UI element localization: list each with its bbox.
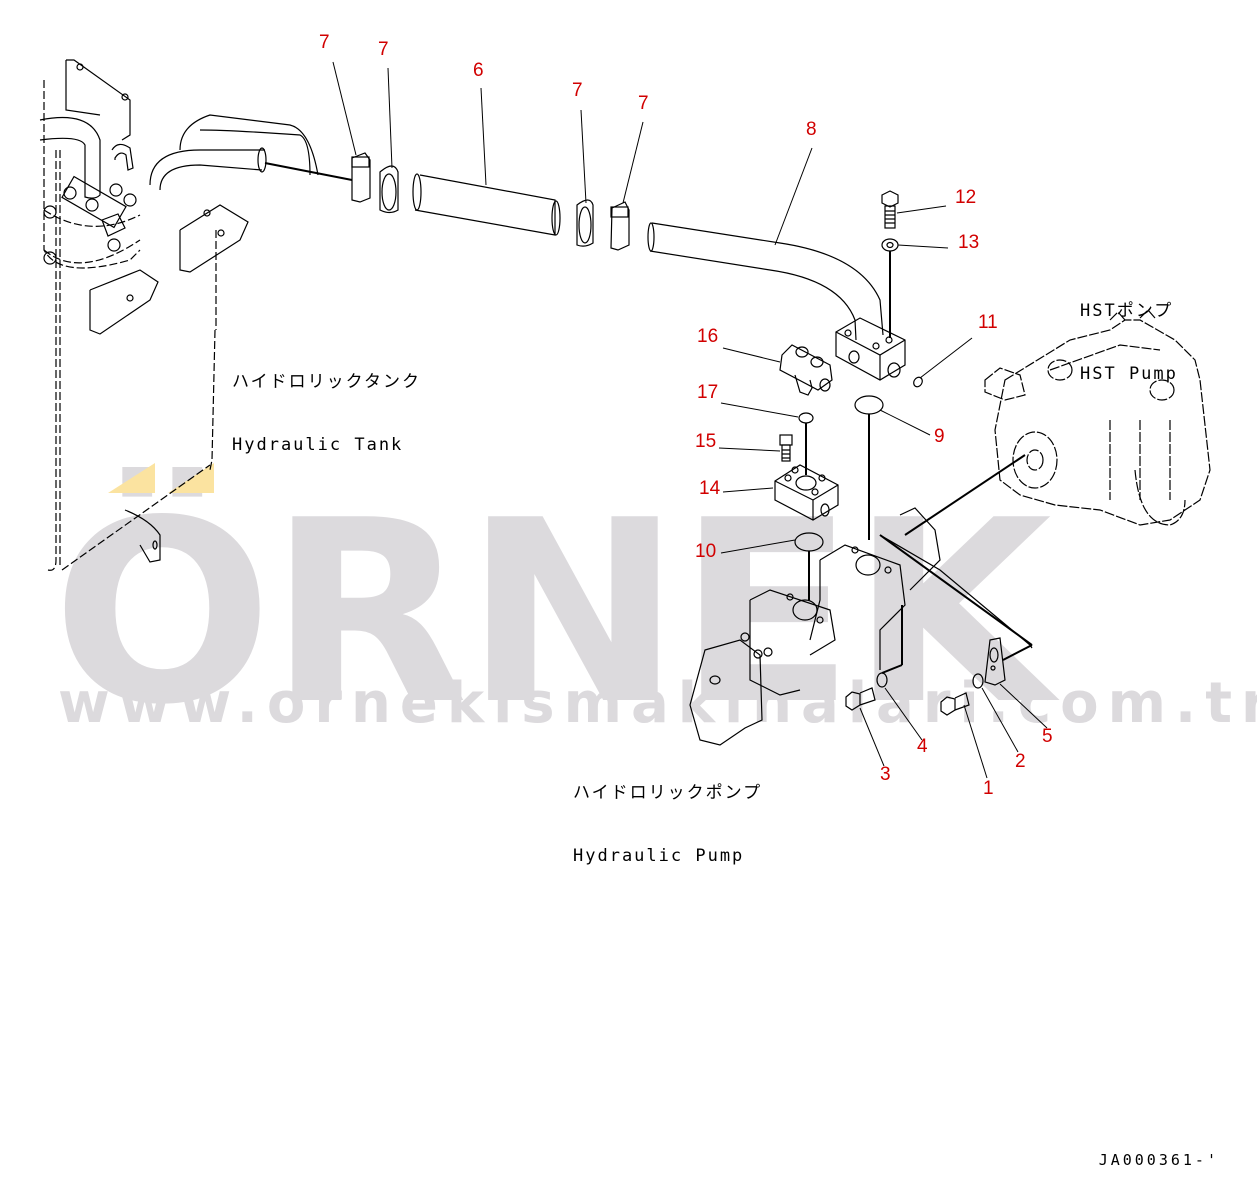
tee-fitting-16 [779, 344, 833, 396]
hydraulic-pump-label-en: Hydraulic Pump [573, 846, 745, 866]
hose-clamp-4 [610, 201, 630, 251]
callout-2[interactable]: 2 [1015, 751, 1026, 772]
o-ring-17 [798, 412, 814, 424]
watermark-accent-left [108, 463, 155, 493]
socket-bolt-15 [779, 434, 793, 462]
hydraulic-tank-label: ハイドロリックタンク Hydraulic Tank [232, 330, 421, 498]
callout-7[interactable]: 7 [638, 93, 649, 114]
watermark-url: www.ornekismakinalari.com.tr [58, 671, 1257, 736]
hose-6 [412, 173, 561, 236]
callout-16[interactable]: 16 [697, 326, 719, 347]
washer-2 [972, 673, 984, 689]
hydraulic-tank-label-en: Hydraulic Tank [232, 435, 404, 455]
hst-pump-label: HSTポンプ HST Pump [1080, 259, 1178, 427]
leader-lines [332, 61, 1048, 779]
callout-12[interactable]: 12 [955, 187, 977, 208]
washer-13 [881, 238, 899, 252]
callout-6[interactable]: 6 [473, 60, 484, 81]
o-ring-10 [794, 532, 824, 552]
callout-3[interactable]: 3 [880, 764, 891, 785]
callout-5[interactable]: 5 [1042, 726, 1053, 747]
callout-8[interactable]: 8 [806, 119, 817, 140]
hydraulic-tank-drawing [43, 80, 217, 571]
callout-13[interactable]: 13 [958, 232, 980, 253]
washer-4 [876, 672, 888, 688]
callout-17[interactable]: 17 [697, 382, 719, 403]
drawing-number: JA000361-' [1098, 1151, 1219, 1169]
hst-pump-label-en: HST Pump [1080, 364, 1178, 384]
bolt-12 [881, 190, 899, 229]
hose-clamp-2 [379, 165, 399, 214]
hst-pump-drawing [984, 309, 1211, 526]
callout-7[interactable]: 7 [378, 39, 389, 60]
callout-11[interactable]: 11 [978, 312, 998, 333]
hydraulic-tank-label-jp: ハイドロリックタンク [232, 372, 421, 392]
hose-clamp-3 [576, 199, 594, 247]
hydraulic-tank-fittings [39, 59, 319, 563]
callout-14[interactable]: 14 [699, 478, 721, 499]
hydraulic-pump-label: ハイドロリックポンプ Hydraulic Pump [573, 741, 762, 909]
watermark-brand: ÖRNEK [52, 467, 1052, 760]
bolt-3 [845, 687, 876, 711]
callout-7[interactable]: 7 [319, 32, 330, 53]
o-ring-9 [854, 395, 884, 415]
o-ring-11 [913, 376, 923, 388]
hst-pump-label-jp: HSTポンプ [1080, 301, 1174, 321]
callout-4[interactable]: 4 [917, 736, 928, 757]
callout-15[interactable]: 15 [695, 431, 717, 452]
pipe-8 [647, 222, 906, 381]
hydraulic-pump-label-jp: ハイドロリックポンプ [573, 783, 763, 803]
callout-10[interactable]: 10 [695, 541, 717, 562]
plate-5 [984, 637, 1006, 686]
callout-1[interactable]: 1 [983, 778, 994, 799]
flange-block-14 [774, 464, 839, 521]
callout-7[interactable]: 7 [572, 80, 583, 101]
callout-9[interactable]: 9 [934, 426, 945, 447]
bolt-1 [940, 692, 970, 716]
hose-clamp-1 [351, 152, 371, 203]
